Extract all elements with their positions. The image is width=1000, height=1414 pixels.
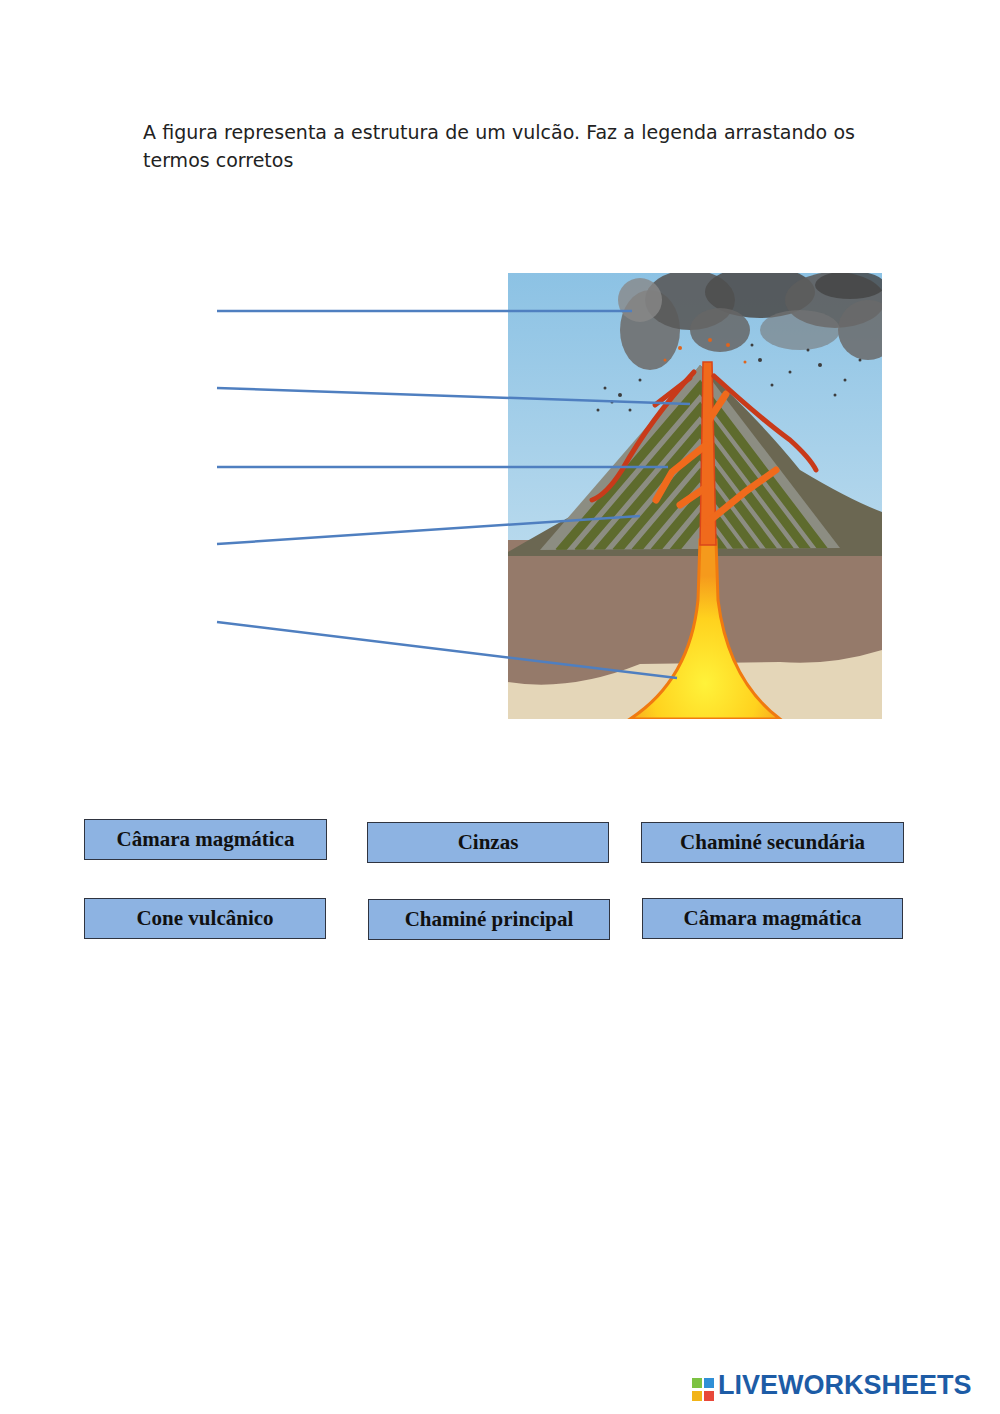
term-box: Cone vulcânico	[84, 898, 326, 939]
term-text: Cone vulcânico	[136, 907, 273, 930]
term-box: Chaminé secundária	[641, 822, 904, 863]
term-text: Câmara magmática	[117, 828, 295, 851]
volcano-scene	[508, 273, 882, 719]
term-box: Chaminé principal	[368, 899, 610, 940]
term-box: Câmara magmática	[642, 898, 903, 939]
leader-lines	[217, 311, 690, 678]
term-box: Cinzas	[367, 822, 609, 863]
term-text: Chaminé principal	[405, 908, 574, 931]
logo-icon	[692, 1378, 714, 1401]
term-text: Câmara magmática	[684, 907, 862, 930]
ash-cloud	[597, 273, 883, 412]
term-box: Câmara magmática	[84, 819, 327, 860]
term-text: Chaminé secundária	[680, 831, 865, 854]
title-text: A figura representa a estrutura de um vu…	[143, 118, 855, 174]
watermark: LIVEWORKSHEETS	[718, 1370, 972, 1401]
term-text: Cinzas	[458, 831, 519, 854]
